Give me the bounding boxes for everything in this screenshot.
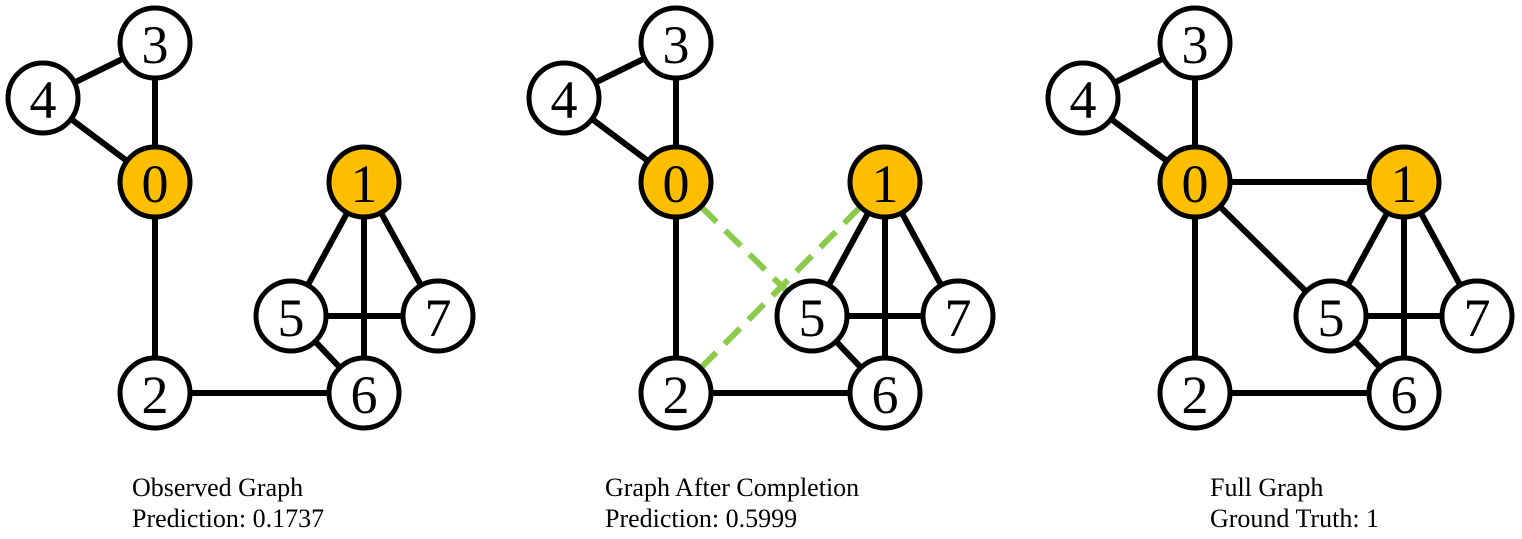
node-2: 2 bbox=[638, 355, 714, 431]
node-4: 4 bbox=[1045, 60, 1121, 136]
caption-metric: Prediction: 0.1737 bbox=[132, 504, 325, 533]
node-circle bbox=[326, 355, 402, 431]
node-0: 0 bbox=[638, 144, 714, 220]
node-7: 7 bbox=[1439, 278, 1515, 354]
node-0: 0 bbox=[1157, 144, 1233, 220]
node-circle bbox=[638, 355, 714, 431]
node-3: 3 bbox=[638, 5, 714, 81]
node-circle bbox=[1366, 144, 1442, 220]
node-6: 6 bbox=[1366, 355, 1442, 431]
node-label: 6 bbox=[872, 365, 899, 425]
node-label: 6 bbox=[1391, 365, 1418, 425]
node-label: 2 bbox=[1182, 365, 1209, 425]
node-label: 5 bbox=[278, 288, 305, 348]
node-circle bbox=[526, 60, 602, 136]
node-circle bbox=[1157, 355, 1233, 431]
node-circle bbox=[774, 278, 850, 354]
node-circle bbox=[326, 144, 402, 220]
node-label: 1 bbox=[872, 154, 899, 214]
node-circle bbox=[1293, 278, 1369, 354]
node-circle bbox=[400, 278, 476, 354]
node-circle bbox=[5, 60, 81, 136]
node-5: 5 bbox=[253, 278, 329, 354]
node-circle bbox=[847, 144, 923, 220]
node-label: 2 bbox=[663, 365, 690, 425]
node-label: 3 bbox=[663, 15, 690, 75]
caption-metric: Prediction: 0.5999 bbox=[605, 504, 798, 533]
node-label: 1 bbox=[1391, 154, 1418, 214]
node-label: 5 bbox=[799, 288, 826, 348]
node-circle bbox=[253, 278, 329, 354]
node-label: 0 bbox=[663, 154, 690, 214]
node-circle bbox=[1366, 355, 1442, 431]
node-2: 2 bbox=[1157, 355, 1233, 431]
node-circle bbox=[117, 144, 193, 220]
node-label: 4 bbox=[30, 70, 57, 130]
node-6: 6 bbox=[847, 355, 923, 431]
node-label: 1 bbox=[351, 154, 378, 214]
node-1: 1 bbox=[326, 144, 402, 220]
node-circle bbox=[117, 355, 193, 431]
added-edge-0-5 bbox=[698, 204, 790, 294]
caption-observed-graph: Observed Graph Prediction: 0.1737 bbox=[132, 472, 324, 534]
caption-full-graph: Full Graph Ground Truth: 1 bbox=[1210, 472, 1379, 534]
node-circle bbox=[117, 5, 193, 81]
node-label: 7 bbox=[945, 288, 972, 348]
node-7: 7 bbox=[400, 278, 476, 354]
node-5: 5 bbox=[774, 278, 850, 354]
node-label: 7 bbox=[425, 288, 452, 348]
panel-observed-graph: 0 1 2 3 4 567 bbox=[5, 5, 476, 431]
node-6: 6 bbox=[326, 355, 402, 431]
caption-graph-after-completion: Graph After Completion Prediction: 0.599… bbox=[605, 472, 859, 534]
node-1: 1 bbox=[1366, 144, 1442, 220]
node-label: 3 bbox=[1182, 15, 1209, 75]
node-circle bbox=[638, 5, 714, 81]
node-label: 4 bbox=[551, 70, 578, 130]
node-circle bbox=[638, 144, 714, 220]
added-edge-2-1 bbox=[698, 204, 863, 371]
node-circle bbox=[847, 355, 923, 431]
panel-graph-after-completion: 0 1 2 3 4 567 bbox=[526, 5, 996, 431]
panel-full-graph: 0 1 2 3 4 567 bbox=[1045, 5, 1515, 431]
node-5: 5 bbox=[1293, 278, 1369, 354]
caption-title: Observed Graph bbox=[132, 473, 304, 502]
node-circle bbox=[1439, 278, 1515, 354]
node-label: 7 bbox=[1464, 288, 1491, 348]
node-label: 0 bbox=[142, 154, 169, 214]
caption-title: Graph After Completion bbox=[605, 473, 860, 502]
node-2: 2 bbox=[117, 355, 193, 431]
node-circle bbox=[920, 278, 996, 354]
node-1: 1 bbox=[847, 144, 923, 220]
node-circle bbox=[1157, 5, 1233, 81]
node-3: 3 bbox=[1157, 5, 1233, 81]
node-label: 4 bbox=[1070, 70, 1097, 130]
caption-metric: Ground Truth: 1 bbox=[1210, 504, 1380, 533]
node-label: 0 bbox=[1182, 154, 1209, 214]
node-label: 6 bbox=[351, 365, 378, 425]
node-circle bbox=[1157, 144, 1233, 220]
node-circle bbox=[1045, 60, 1121, 136]
node-7: 7 bbox=[920, 278, 996, 354]
node-label: 5 bbox=[1318, 288, 1345, 348]
node-4: 4 bbox=[526, 60, 602, 136]
node-0: 0 bbox=[117, 144, 193, 220]
caption-title: Full Graph bbox=[1210, 473, 1324, 502]
node-label: 3 bbox=[142, 15, 169, 75]
node-4: 4 bbox=[5, 60, 81, 136]
node-label: 2 bbox=[142, 365, 169, 425]
node-3: 3 bbox=[117, 5, 193, 81]
